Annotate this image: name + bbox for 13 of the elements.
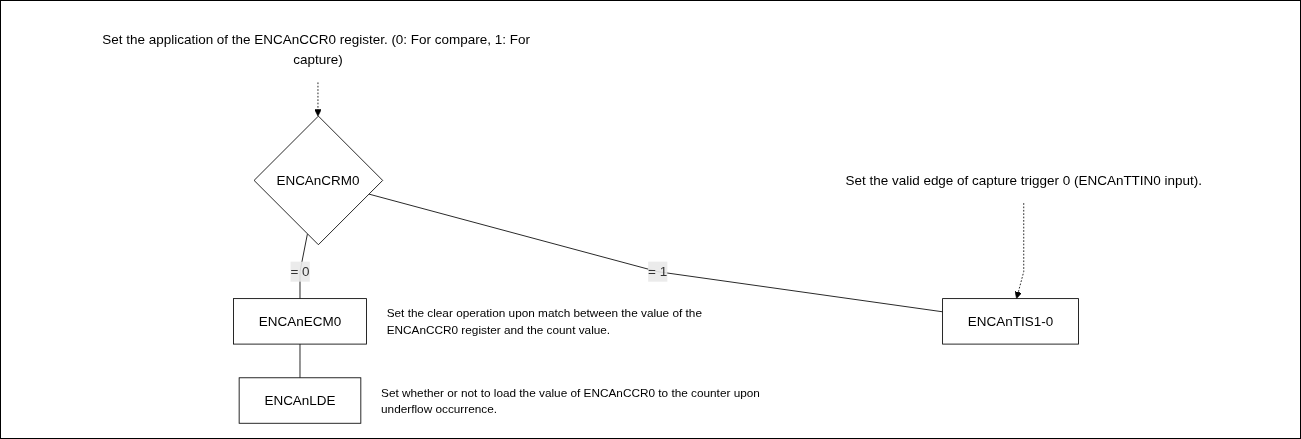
edge-label: = 0 (290, 263, 310, 278)
node-box: ENCAnECM0 (233, 297, 367, 344)
node-text: Set the application of the ENCAnCCR0 register. (0: For compare, 1: For capture) (102, 31, 530, 66)
node-box: ENCAnTIS1-0 (942, 297, 1079, 344)
node-box: ENCAnLDE (238, 376, 362, 424)
note-text: Set the clear operation upon match between the value of the ENCAnCCR0 register and the count value. (386, 304, 703, 338)
connector (299, 233, 308, 299)
note-text: Set whether or not to load the value of ENCAnCCR0 to the counter upon underflow occurrence. (381, 383, 761, 418)
connector (368, 193, 943, 312)
node-text: Set the valid edge of capture trigger 0 (ENCAnTTIN0 input). (845, 172, 1203, 187)
node-diamond: ENCAnCRM0 (253, 115, 384, 245)
edge-label: = 1 (648, 263, 668, 278)
connector (299, 343, 301, 378)
